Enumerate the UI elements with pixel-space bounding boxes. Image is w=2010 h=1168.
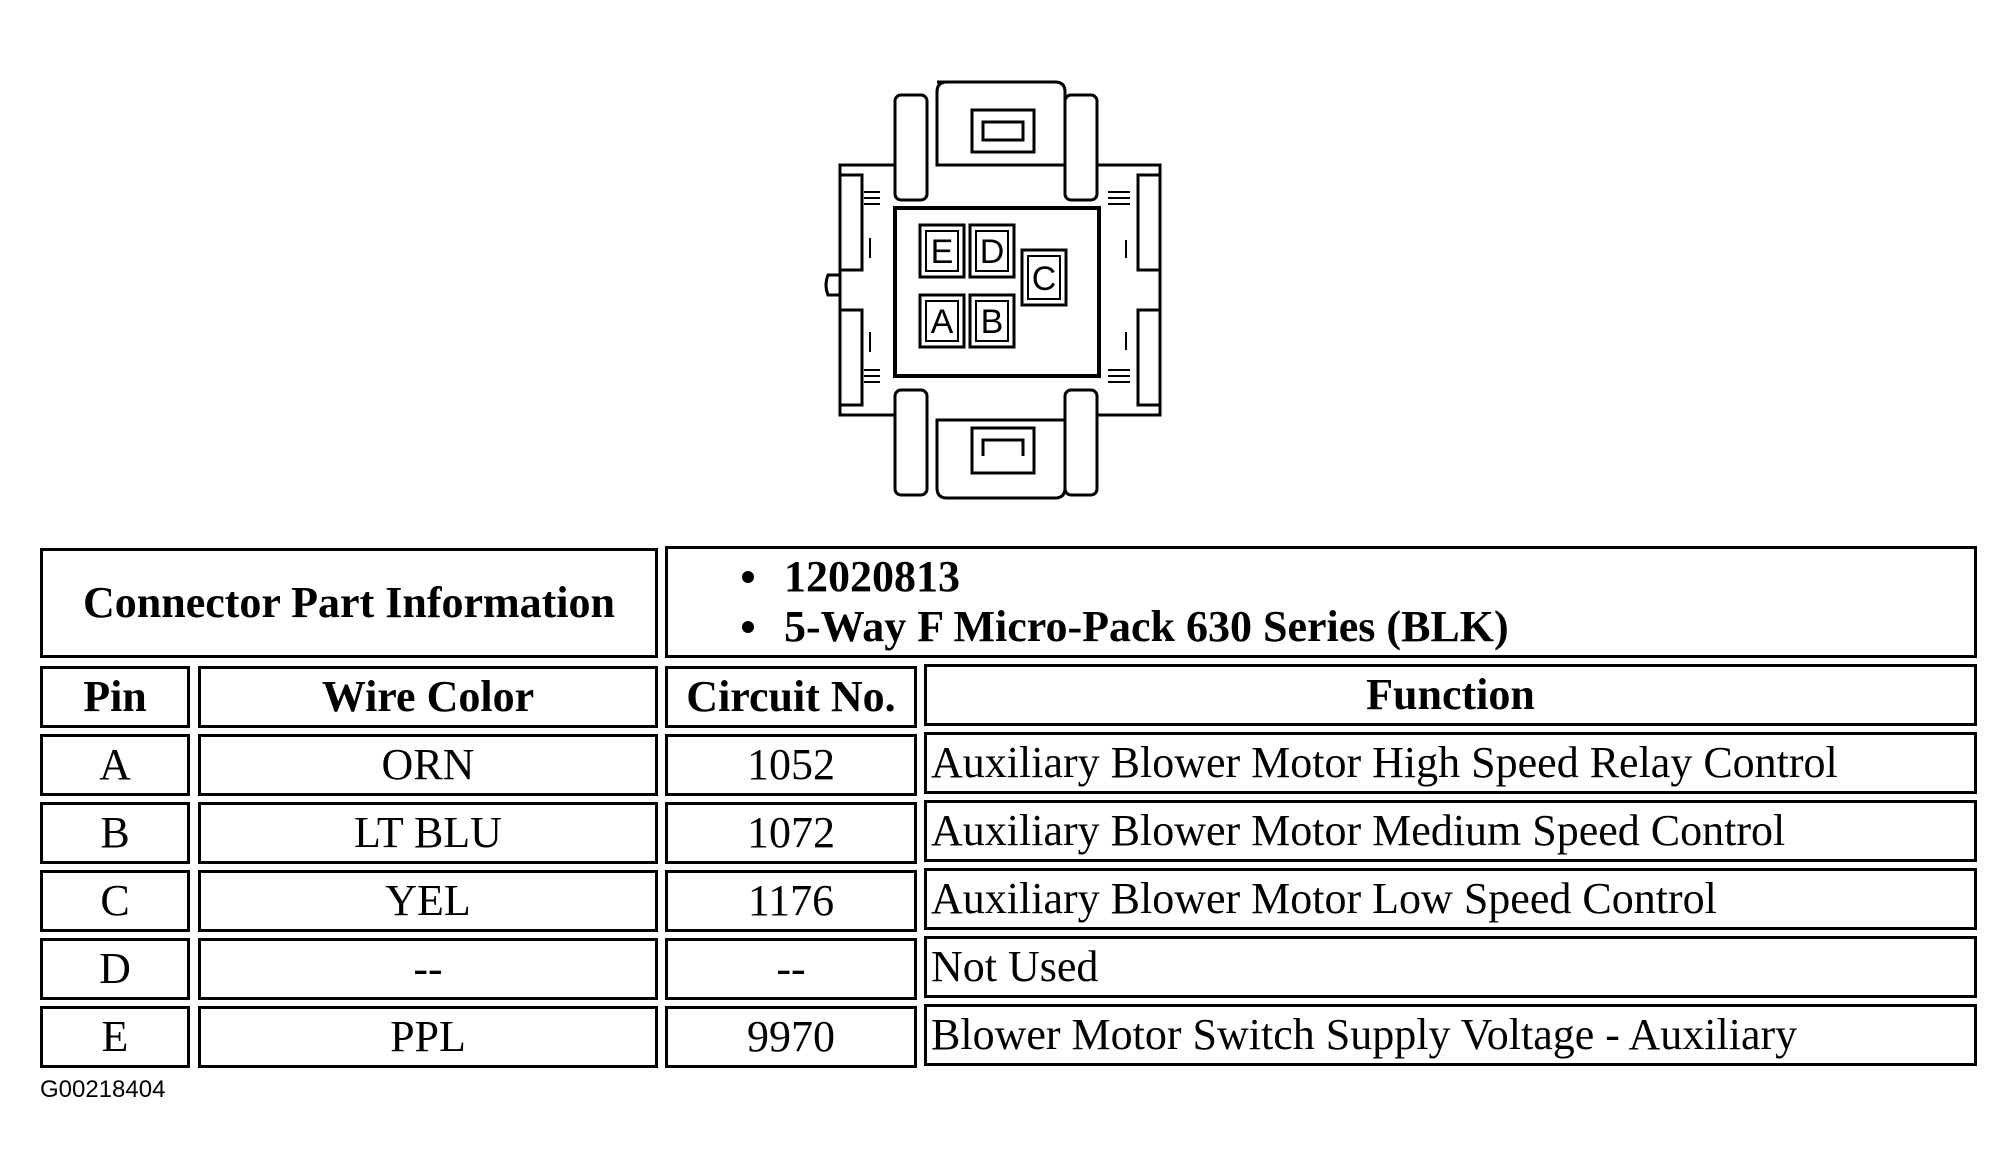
table-row-a-pin: A (40, 734, 190, 796)
connector-part-info-label: Connector Part Information (40, 548, 658, 658)
pin-label-d: D (980, 233, 1005, 271)
header-circuit-no: Circuit No. (665, 666, 917, 728)
table-row-e-pin: E (40, 1006, 190, 1068)
part-number: 12020813 (784, 552, 960, 601)
header-wire-color: Wire Color (198, 666, 658, 728)
table-row-b-wire-color: LT BLU (198, 802, 658, 864)
part-description: 5-Way F Micro-Pack 630 Series (BLK) (784, 602, 1509, 651)
part-description-item: 5-Way F Micro-Pack 630 Series (BLK) (742, 602, 1509, 652)
table-row-a-function: Auxiliary Blower Motor High Speed Relay … (924, 732, 1977, 794)
pin-cavity-c: C (1020, 248, 1068, 307)
table-row-a-wire-color: ORN (198, 734, 658, 796)
table-row-c-function: Auxiliary Blower Motor Low Speed Control (924, 868, 1977, 930)
connector-part-info-text: Connector Part Information (83, 578, 615, 627)
part-number-item: 12020813 (742, 552, 960, 602)
header-function: Function (924, 664, 1977, 726)
connector-face-diagram: E D C A B (824, 80, 1162, 500)
bullet-icon (742, 571, 754, 583)
table-row-d-function: Not Used (924, 936, 1977, 998)
table-row-d-wire-color: -- (198, 938, 658, 1000)
pin-cavity-d: D (968, 223, 1016, 279)
right-side-frame (1097, 163, 1162, 417)
table-row-d-circuit: -- (665, 938, 917, 1000)
left-side-frame (838, 163, 895, 417)
figure-id: G00218404 (40, 1076, 166, 1103)
bullet-icon (742, 621, 754, 633)
table-row-c-circuit: 1176 (665, 870, 917, 932)
pin-label-a: A (931, 303, 954, 341)
top-latch (893, 80, 1099, 202)
pin-cavity-b: B (968, 293, 1016, 349)
table-row-e-function: Blower Motor Switch Supply Voltage - Aux… (924, 1004, 1977, 1066)
bottom-latch (893, 388, 1099, 500)
table-row-e-wire-color: PPL (198, 1006, 658, 1068)
table-row-d-pin: D (40, 938, 190, 1000)
table-row-b-pin: B (40, 802, 190, 864)
connector-part-info-values: 12020813 5-Way F Micro-Pack 630 Series (… (665, 546, 1977, 658)
table-row-b-circuit: 1072 (665, 802, 917, 864)
table-row-e-circuit: 9970 (665, 1006, 917, 1068)
table-row-c-pin: C (40, 870, 190, 932)
pin-cavity-e: E (918, 223, 966, 279)
table-row-a-circuit: 1052 (665, 734, 917, 796)
pin-label-b: B (981, 303, 1004, 341)
pin-cavity-a: A (918, 293, 966, 349)
table-row-b-function: Auxiliary Blower Motor Medium Speed Cont… (924, 800, 1977, 862)
connector-face (893, 206, 1101, 378)
table-row-c-wire-color: YEL (198, 870, 658, 932)
pin-label-c: C (1032, 260, 1057, 298)
header-pin: Pin (40, 666, 190, 728)
pin-label-e: E (931, 233, 954, 271)
